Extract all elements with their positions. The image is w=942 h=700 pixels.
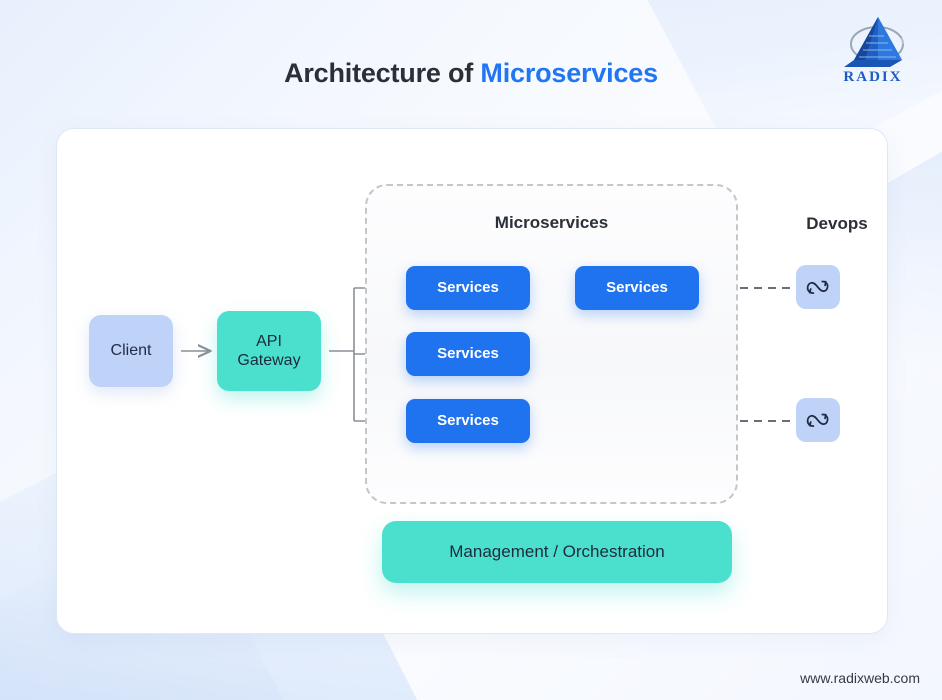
node-service-4[interactable]: Services [406, 399, 530, 443]
node-api-gateway[interactable]: API Gateway [217, 311, 321, 391]
node-service-2-label: Services [606, 279, 668, 296]
page-title-accent: Microservices [480, 58, 658, 88]
node-service-2[interactable]: Services [575, 266, 699, 310]
node-api-gateway-label: API Gateway [237, 332, 300, 370]
node-service-1[interactable]: Services [406, 266, 530, 310]
devops-infinity-icon [806, 413, 829, 428]
radix-pyramid-icon [844, 17, 904, 67]
microservices-group-label: Microservices [494, 213, 609, 232]
diagram-card: Microservices Client API Gateway Service… [56, 128, 888, 634]
node-devops-1[interactable] [796, 265, 840, 309]
radix-logo: RADIX [832, 14, 914, 86]
node-api-gateway-label-line1: API [256, 332, 282, 350]
node-management-orchestration[interactable]: Management / Orchestration [382, 521, 732, 583]
node-service-1-label: Services [437, 279, 499, 296]
node-service-4-label: Services [437, 412, 499, 429]
footer-url[interactable]: www.radixweb.com [800, 670, 920, 686]
page-title-prefix: Architecture of [284, 58, 481, 88]
node-service-3-label: Services [437, 345, 499, 362]
node-client-label: Client [110, 342, 152, 360]
node-api-gateway-label-line2: Gateway [237, 352, 301, 369]
node-devops-2[interactable] [796, 398, 840, 442]
devops-group-label: Devops [806, 214, 868, 233]
page-title: Architecture of Microservices [0, 58, 942, 89]
node-management-orchestration-label: Management / Orchestration [449, 541, 665, 561]
radix-logo-text: RADIX [843, 69, 903, 85]
node-service-3[interactable]: Services [406, 332, 530, 376]
node-client[interactable]: Client [89, 315, 173, 387]
devops-infinity-icon [806, 280, 829, 295]
